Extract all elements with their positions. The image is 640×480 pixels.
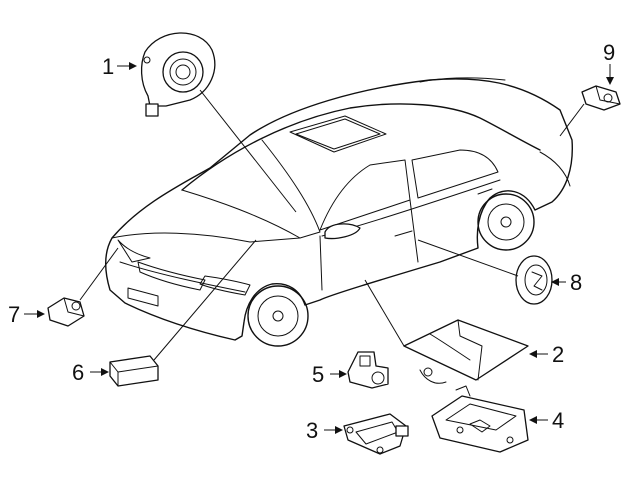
part-9-side-sensor [581,85,621,111]
callout-8: 8 [570,270,582,295]
sedan-vehicle [105,77,574,347]
leader-2 [364,279,405,347]
callout-2: 2 [552,342,564,367]
part-5-bracket-sensor [347,351,389,389]
part-7-front-sensor [47,297,85,327]
part-2-seat-mat [403,319,529,384]
callout-5: 5 [312,362,324,387]
callout-6: 6 [72,360,84,385]
callout-9: 9 [603,40,615,65]
leader-8 [417,239,519,277]
leader-6 [153,239,257,361]
part-1-clock-spring [140,32,216,117]
part-3-sensor [343,413,409,455]
callout-1: 1 [102,54,114,79]
leader-9 [559,103,585,137]
part-4-control-module [431,385,529,453]
callout-3: 3 [306,418,318,443]
part-8-round-sensor [515,255,553,305]
callout-7: 7 [8,302,20,327]
leader-7 [79,247,119,301]
leader-1 [199,89,297,213]
callout-4: 4 [552,408,564,433]
part-6-module-box [109,355,159,387]
